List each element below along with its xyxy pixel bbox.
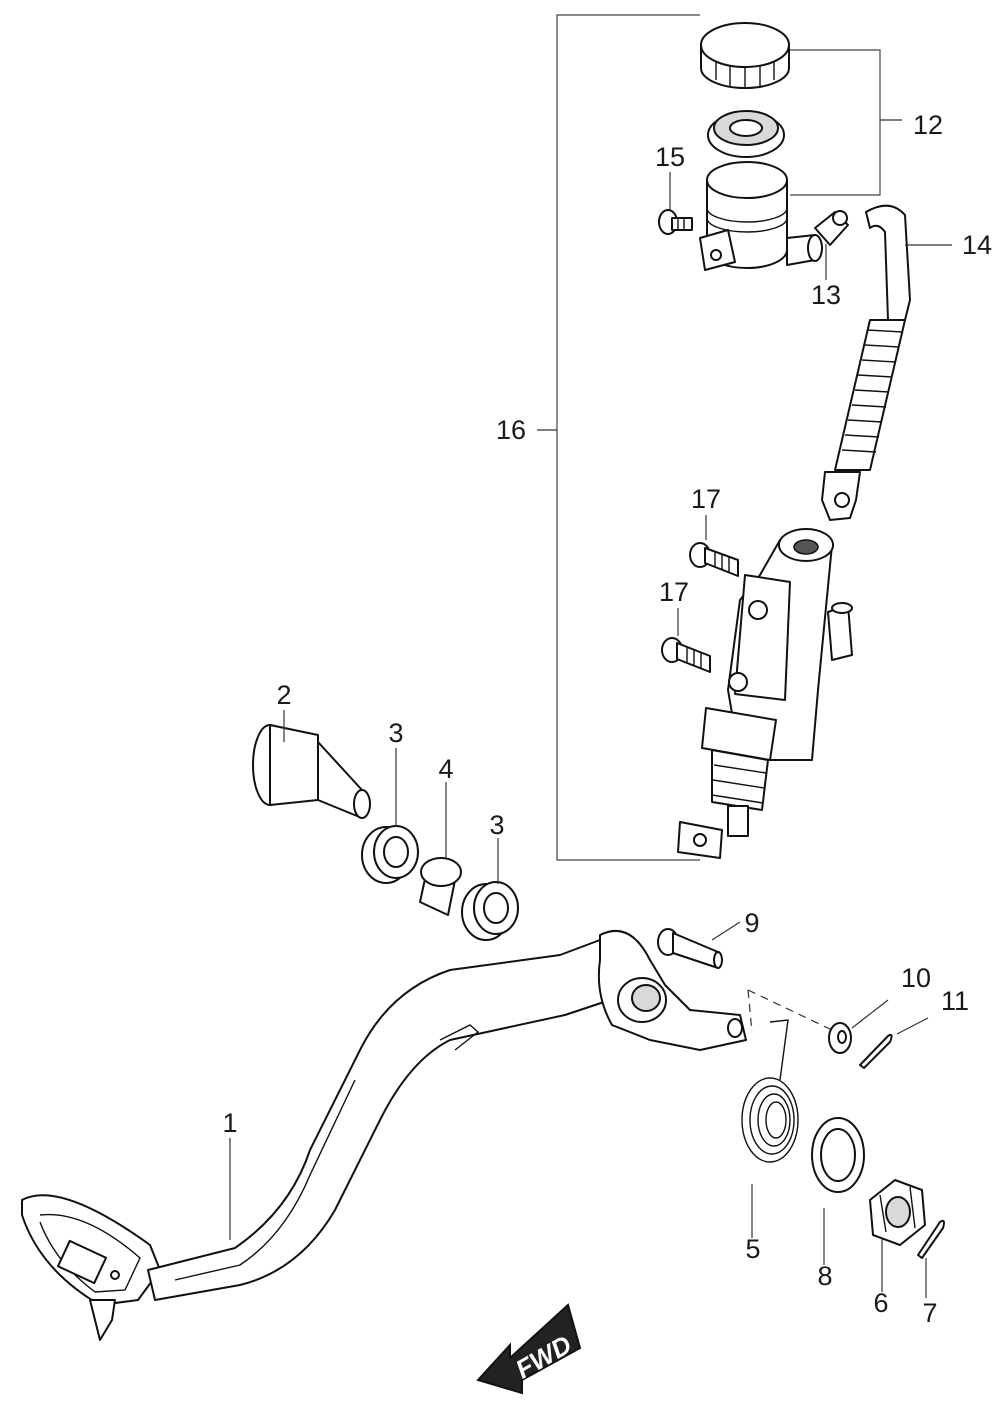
alignment-line [747,989,833,1033]
callout-11: 11 [941,986,969,1016]
castle-nut-part-6 [869,1179,926,1292]
callout-15: 15 [655,142,685,172]
hose-part-14 [821,204,952,521]
bracket-12 [790,49,902,196]
callout-9: 9 [744,908,759,938]
reservoir-tank-part [699,161,823,271]
thrust-washer-part-8 [811,1117,865,1265]
reservoir-cap-part [700,22,790,89]
bolt-part-17b [661,608,711,673]
callout-5: 5 [745,1234,760,1264]
return-spring-part-5 [741,1019,799,1238]
cotter-pin-part-11 [859,1017,929,1069]
callout-4: 4 [438,754,453,784]
pivot-bolt-part-2 [252,710,371,819]
bolt-part-17a [689,515,739,577]
fwd-direction-arrow: FWD [476,1303,582,1395]
callout-2: 2 [276,680,291,710]
callout-8: 8 [817,1261,832,1291]
brake-pedal-part-1 [21,930,747,1341]
callout-1: 1 [222,1108,237,1138]
callout-10: 10 [901,963,931,993]
clevis-pin-part-9 [657,921,741,969]
screw-part-15 [658,172,693,235]
assembly-bracket-16 [537,14,700,861]
washer-part-10 [828,999,889,1054]
collar-part-4 [419,782,462,916]
master-cylinder-part [677,528,853,859]
callout-13: 13 [811,280,841,310]
hose-clamp-part-13 [814,210,849,280]
callout-7: 7 [922,1298,937,1328]
reservoir-diaphragm-part [707,110,785,158]
callout-16: 16 [496,415,526,445]
callout-3a: 3 [388,718,403,748]
callout-3b: 3 [489,810,504,840]
bushing-part-3b [461,838,519,941]
callout-6: 6 [873,1288,888,1318]
callout-17b: 17 [659,577,689,607]
callout-17a: 17 [691,484,721,514]
bushing-part-3a [361,748,419,884]
callout-12: 12 [913,110,943,140]
callout-14: 14 [962,230,992,260]
cotter-pin-part-7 [917,1219,945,1298]
